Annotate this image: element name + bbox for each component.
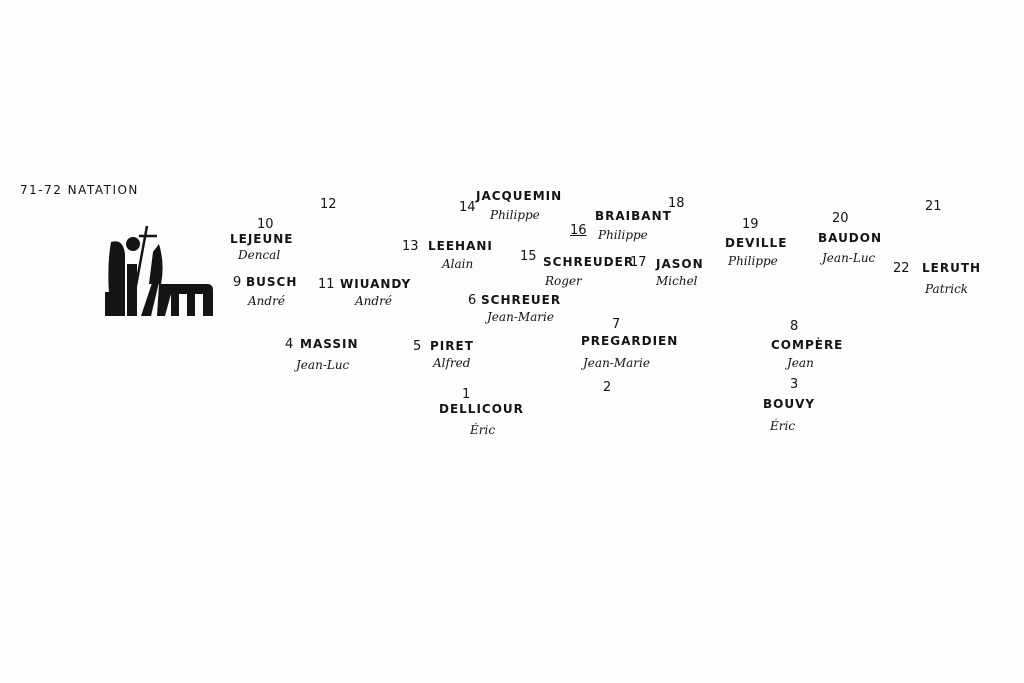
- person-first-name: Éric: [770, 419, 796, 433]
- person-first-name: Jean-Luc: [822, 251, 876, 265]
- ism-logo-icon: [105, 225, 213, 316]
- person-first-name: Roger: [545, 274, 582, 288]
- person-number: 20: [832, 211, 849, 226]
- person-number: 6: [468, 293, 477, 308]
- person-first-name: André: [248, 294, 285, 308]
- position-number: 12: [320, 197, 337, 212]
- person-number: 14: [459, 200, 476, 215]
- person-number: 10: [257, 217, 274, 232]
- person-first-name: Michel: [656, 274, 698, 288]
- person-first-name: Jean-Marie: [583, 356, 650, 370]
- person-first-name: Patrick: [925, 282, 969, 296]
- person-surname: LERUTH: [922, 261, 982, 275]
- person-number: 11: [318, 277, 335, 292]
- person-surname: JACQUEMIN: [476, 189, 563, 203]
- person-first-name: Alain: [442, 257, 474, 271]
- person-number: 1: [462, 387, 471, 402]
- person-number: 19: [742, 217, 759, 232]
- position-number: 21: [925, 199, 942, 214]
- person-surname: MASSIN: [300, 337, 359, 351]
- person-number: 4: [285, 337, 294, 352]
- person-first-name: Dencal: [238, 248, 281, 262]
- person-surname: JASON: [656, 257, 704, 271]
- person-surname: PIRET: [430, 339, 474, 353]
- person-number: 3: [790, 377, 799, 392]
- document-title: 71-72 NATATION: [20, 183, 139, 197]
- person-number: 5: [413, 339, 422, 354]
- person-surname: WIUANDY: [340, 277, 412, 291]
- person-number: 17: [630, 255, 647, 270]
- person-surname: LEJEUNE: [230, 232, 294, 246]
- person-surname: DELLICOUR: [439, 402, 524, 416]
- person-surname: LEEHANI: [428, 239, 493, 253]
- person-surname: BUSCH: [246, 275, 298, 289]
- person-number: 9: [233, 275, 242, 290]
- person-surname: PREGARDIEN: [581, 334, 679, 348]
- position-number: 2: [603, 380, 612, 395]
- person-first-name: Philippe: [490, 208, 540, 222]
- person-number: 15: [520, 249, 537, 264]
- person-first-name: Alfred: [433, 356, 471, 370]
- person-first-name: Jean-Marie: [487, 310, 554, 324]
- person-first-name: Éric: [470, 423, 496, 437]
- person-surname: SCHREUER: [481, 293, 562, 307]
- person-surname: COMPÈRE: [771, 338, 844, 352]
- person-number: 7: [612, 317, 621, 332]
- person-surname: BRAIBANT: [595, 209, 672, 223]
- person-first-name: Philippe: [598, 228, 648, 242]
- person-number: 13: [402, 239, 419, 254]
- person-surname: BAUDON: [818, 231, 883, 245]
- person-number: 16: [570, 223, 587, 238]
- person-number: 22: [893, 261, 910, 276]
- position-number: 18: [668, 196, 685, 211]
- person-first-name: Philippe: [728, 254, 778, 268]
- person-surname: SCHREUDER: [543, 255, 635, 269]
- person-surname: BOUVY: [763, 397, 816, 411]
- person-first-name: André: [355, 294, 392, 308]
- person-first-name: Jean: [787, 356, 814, 370]
- person-first-name: Jean-Luc: [296, 358, 350, 372]
- person-surname: DEVILLE: [725, 236, 788, 250]
- person-number: 8: [790, 319, 799, 334]
